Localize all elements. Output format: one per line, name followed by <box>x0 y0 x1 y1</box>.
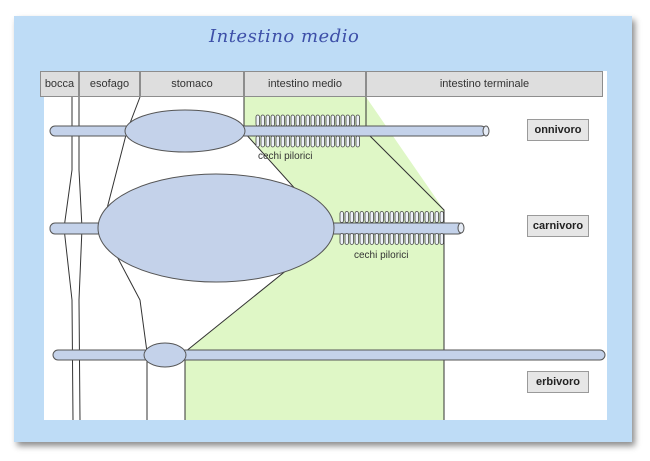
row-label-erbivoro: erbivoro <box>527 371 589 393</box>
column-separator-midgut-right <box>365 97 445 420</box>
onnivoro-caeca-label: cechi pilorici <box>258 151 313 162</box>
carnivoro-stomach <box>97 173 335 283</box>
onnivoro-stomach <box>124 109 246 153</box>
onnivoro-pyloric-caeca <box>255 114 360 148</box>
column-separator-bocca <box>63 97 74 421</box>
row-label-onnivoro: onnivoro <box>527 119 589 141</box>
column-header-stomaco: stomaco <box>140 71 244 97</box>
column-header-intestino-terminale: intestino terminale <box>366 71 603 97</box>
midgut-highlight <box>185 97 444 420</box>
carnivoro-caeca-label: cechi pilorici <box>354 250 409 261</box>
column-separator-esofago <box>78 97 83 421</box>
column-header-esofago: esofago <box>79 71 140 97</box>
column-header-bocca: bocca <box>40 71 79 97</box>
onnivoro-tube <box>49 125 487 137</box>
column-header-intestino-medio: intestino medio <box>244 71 366 97</box>
carnivoro-pyloric-caeca <box>339 211 444 245</box>
erbivoro-tube <box>52 349 606 361</box>
row-label-carnivoro: carnivoro <box>527 215 589 237</box>
erbivoro-stomach <box>143 342 187 368</box>
slide-title: Intestino medio <box>209 26 360 47</box>
